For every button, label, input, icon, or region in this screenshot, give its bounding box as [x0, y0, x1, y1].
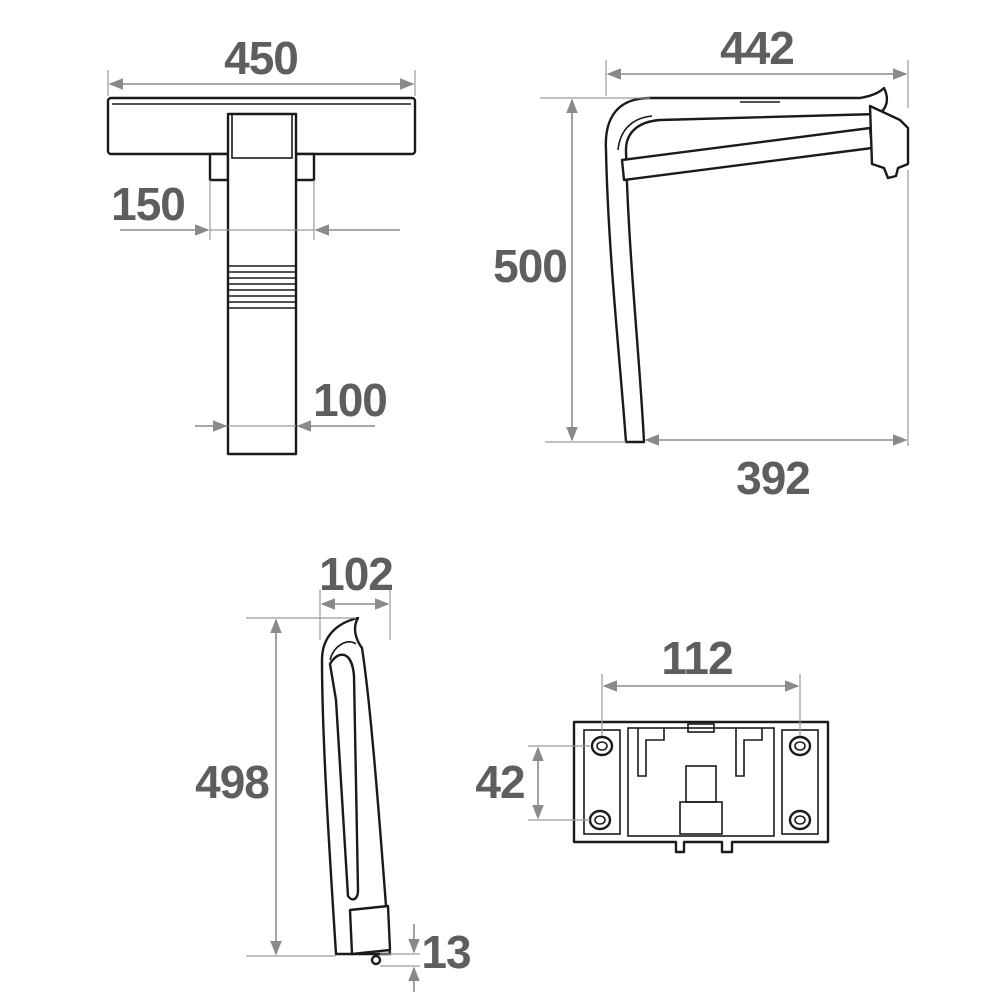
dim-label-112: 112 — [661, 632, 732, 684]
dim-label-13: 13 — [421, 926, 470, 978]
dim-label-392: 392 — [736, 452, 810, 504]
dim-label-442: 442 — [720, 22, 794, 74]
dim-label-498: 498 — [195, 756, 269, 808]
mounting-hole-bottom-left — [588, 809, 612, 831]
mounting-hole-top-right — [788, 735, 812, 757]
grip-ribs — [228, 265, 296, 309]
bracket-view: 112 42 — [475, 632, 830, 854]
top-view: 450 150 100 — [106, 32, 417, 456]
dim-label-102: 102 — [319, 548, 393, 600]
dim-label-150: 150 — [111, 178, 185, 230]
mounting-hole-top-left — [590, 735, 614, 757]
dim-label-42: 42 — [475, 756, 524, 808]
side-view: 442 500 392 — [493, 22, 910, 504]
dim-label-450: 450 — [224, 32, 298, 84]
folded-view: 102 498 13 — [195, 548, 472, 992]
dim-label-100: 100 — [313, 374, 387, 426]
mounting-hole-bottom-right — [788, 809, 812, 831]
dim-label-500: 500 — [493, 240, 567, 292]
